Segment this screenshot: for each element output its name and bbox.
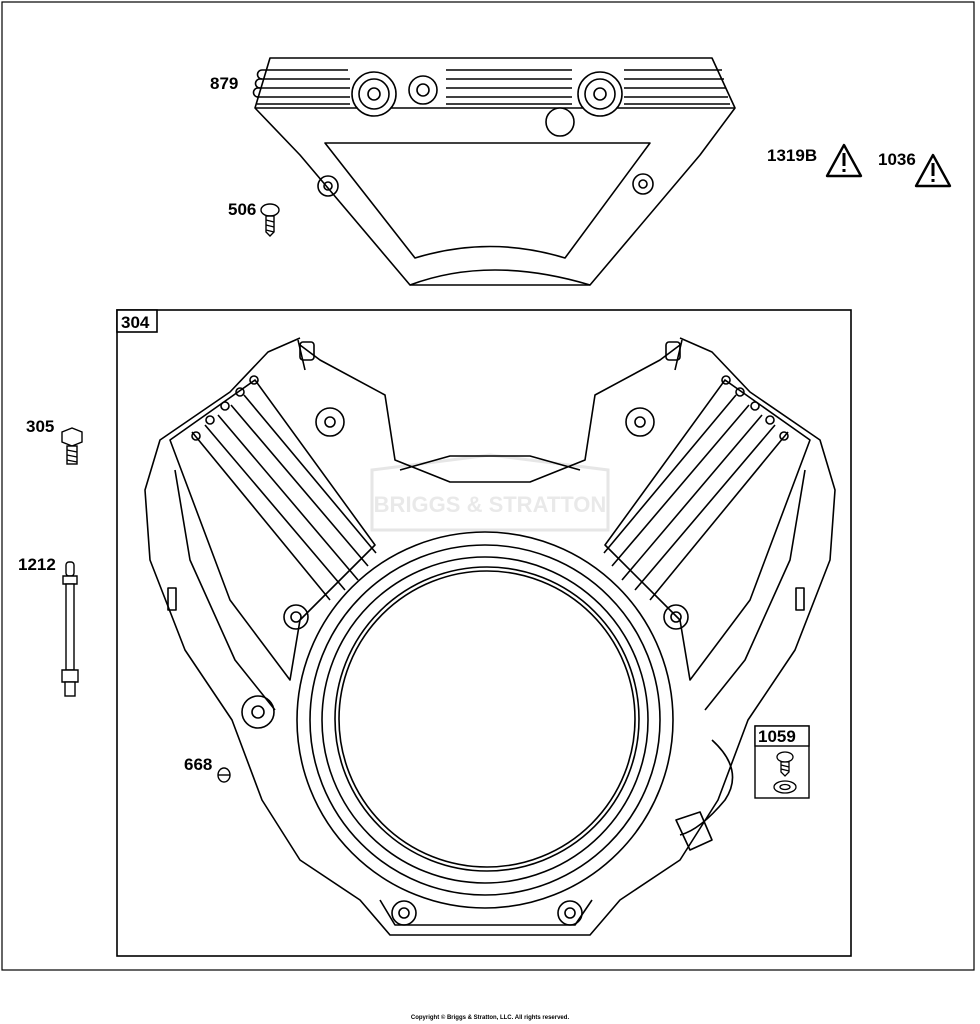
callout-box-304 (116, 309, 158, 333)
stud-1212[interactable] (61, 561, 79, 697)
copyright-notice: Copyright © Briggs & Stratton, LLC. All … (411, 1014, 570, 1021)
watermark: BRIGGS & STRATTON (370, 453, 610, 532)
drawing-border (1, 1, 975, 971)
callout-1319b: 1319B (767, 146, 817, 165)
screw-506[interactable] (260, 203, 280, 237)
watermark-text: BRIGGS & STRATTON (374, 492, 607, 517)
callout-305: 305 (26, 417, 54, 436)
bolt-305[interactable] (61, 427, 83, 465)
callout-668: 668 (184, 755, 212, 774)
warning-triangle-icon[interactable] (825, 143, 863, 178)
blower-cover-879[interactable] (252, 57, 736, 286)
callout-1059: 1059 (758, 727, 796, 746)
callout-box-1059 (754, 725, 810, 747)
callout-506: 506 (228, 200, 256, 219)
callout-304: 304 (121, 313, 150, 332)
callout-1212: 1212 (18, 555, 56, 574)
screw-washer-1059[interactable] (773, 751, 797, 794)
warning-triangle-icon[interactable] (914, 153, 952, 188)
callout-879: 879 (210, 74, 238, 93)
plug-668[interactable] (217, 767, 231, 783)
assembly-box-304 (116, 309, 852, 957)
callout-1036: 1036 (878, 150, 916, 169)
blower-housing-304[interactable] (144, 337, 836, 936)
